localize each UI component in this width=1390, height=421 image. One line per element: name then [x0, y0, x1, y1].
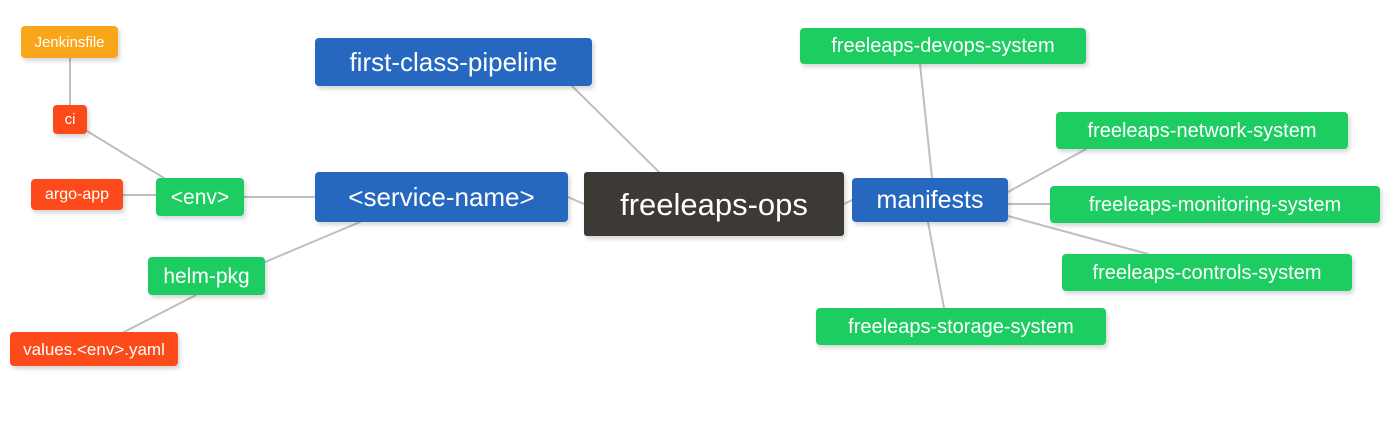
edge-root-to-first-class-pipeline — [571, 85, 660, 173]
mindmap-node-argo-app[interactable]: argo-app — [31, 179, 123, 210]
edge-env-to-ci — [86, 130, 165, 179]
edge-service-name-to-helm-pkg — [264, 221, 361, 263]
mindmap-node-helm-pkg[interactable]: helm-pkg — [148, 257, 265, 295]
mindmap-node-ci[interactable]: ci — [53, 105, 87, 134]
mindmap-node-jenkinsfile[interactable]: Jenkinsfile — [21, 26, 118, 58]
mindmap-node-storage-system[interactable]: freeleaps-storage-system — [816, 308, 1106, 345]
mindmap-node-env[interactable]: <env> — [156, 178, 244, 216]
mindmap-node-monitoring-system[interactable]: freeleaps-monitoring-system — [1050, 186, 1380, 223]
mindmap-node-network-system[interactable]: freeleaps-network-system — [1056, 112, 1348, 149]
mindmap-node-controls-system[interactable]: freeleaps-controls-system — [1062, 254, 1352, 291]
edge-manifests-to-storage-system — [927, 221, 945, 309]
mindmap-node-values-yaml[interactable]: values.<env>.yaml — [10, 332, 178, 366]
edge-root-to-service-name — [567, 196, 585, 205]
mindmap-node-root[interactable]: freeleaps-ops — [584, 172, 844, 236]
mindmap-node-manifests[interactable]: manifests — [852, 178, 1008, 222]
edge-helm-pkg-to-values-yaml — [123, 294, 197, 333]
mindmap-node-service-name[interactable]: <service-name> — [315, 172, 568, 222]
edge-root-to-manifests — [843, 199, 853, 205]
edge-manifests-to-devops-system — [919, 63, 933, 179]
mindmap-node-devops-system[interactable]: freeleaps-devops-system — [800, 28, 1086, 64]
mindmap-node-first-class-pipeline[interactable]: first-class-pipeline — [315, 38, 592, 86]
